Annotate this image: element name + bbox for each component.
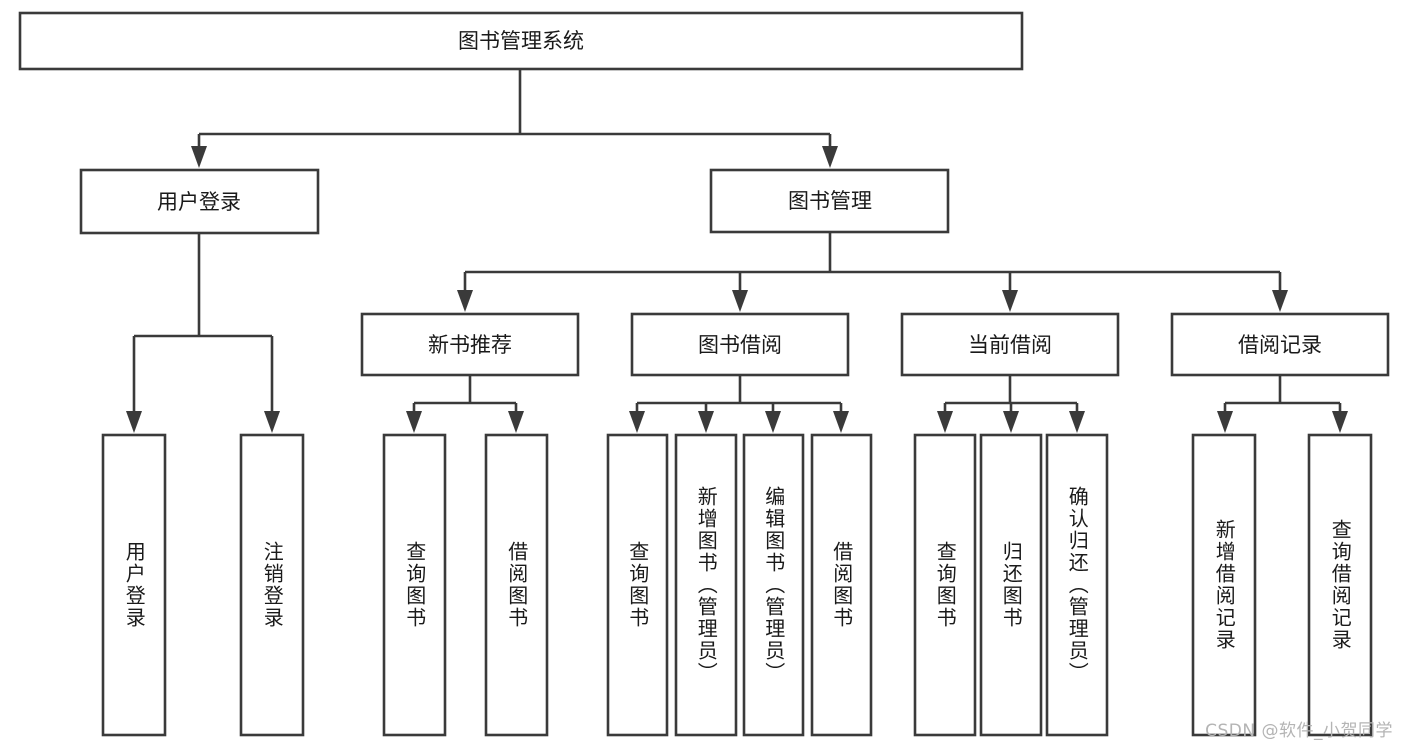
node-leaf-cur-return-book[interactable] <box>979 433 1043 737</box>
node-leaf-borrow-edit-book[interactable] <box>742 433 805 737</box>
arrow-head-leaf-user-login <box>126 411 142 433</box>
node-book-borrow[interactable] <box>630 312 850 377</box>
arrow-head-current-borrow <box>1002 290 1018 312</box>
node-leaf-rec-query-book[interactable] <box>382 433 447 737</box>
node-root[interactable] <box>18 11 1024 71</box>
arrow-head-leaf-rec-add-record <box>1217 411 1233 433</box>
node-leaf-borrow-query-book[interactable] <box>606 433 669 737</box>
label-leaf-rec-borrow-book: 借阅图书 <box>504 541 529 629</box>
label-new-book-recommend: 新书推荐 <box>428 333 512 357</box>
label-root: 图书管理系统 <box>458 29 584 53</box>
node-leaf-borrow-borrow-book[interactable] <box>810 433 873 737</box>
node-current-borrow[interactable] <box>900 312 1120 377</box>
label-current-borrow: 当前借阅 <box>968 333 1052 357</box>
arrow-head-leaf-borrow-add-book <box>698 411 714 433</box>
label-leaf-cur-confirm-return: 确认归还（管理员） <box>1065 486 1090 684</box>
label-leaf-rec-query-book: 查询图书 <box>402 541 427 629</box>
label-leaf-user-login: 用户登录 <box>122 541 147 629</box>
node-book-manage[interactable] <box>709 168 950 234</box>
arrow-head-leaf-borrow-query-book <box>629 411 645 433</box>
watermark-text: CSDN @软件_小贺同学 <box>1205 721 1393 741</box>
label-leaf-borrow-query-book: 查询图书 <box>625 541 650 629</box>
node-leaf-user-login[interactable] <box>101 433 167 737</box>
arrow-head-leaf-cur-return-book <box>1003 411 1019 433</box>
node-leaf-borrow-add-book[interactable] <box>674 433 738 737</box>
label-leaf-borrow-borrow-book: 借阅图书 <box>829 541 854 629</box>
arrow-head-leaf-rec-query-book <box>406 411 422 433</box>
arrow-head-leaf-cur-confirm-return <box>1069 411 1085 433</box>
label-book-manage: 图书管理 <box>788 189 872 213</box>
label-leaf-borrow-add-book: 新增图书（管理员） <box>694 486 719 684</box>
connector-layer <box>126 69 1348 433</box>
label-leaf-cur-query-book: 查询图书 <box>933 541 958 629</box>
label-borrow-record: 借阅记录 <box>1238 333 1322 357</box>
label-book-borrow: 图书借阅 <box>698 333 782 357</box>
arrow-head-user-login <box>191 146 207 168</box>
node-box-layer <box>18 11 1390 737</box>
arrow-head-leaf-rec-query-record <box>1332 411 1348 433</box>
node-user-login[interactable] <box>79 168 320 235</box>
arrow-head-leaf-logout-login <box>264 411 280 433</box>
node-leaf-rec-borrow-book[interactable] <box>484 433 549 737</box>
node-leaf-logout-login[interactable] <box>239 433 305 737</box>
arrow-head-leaf-rec-borrow-book <box>508 411 524 433</box>
arrow-head-leaf-borrow-edit-book <box>765 411 781 433</box>
label-leaf-rec-add-record: 新增借阅记录 <box>1212 519 1237 651</box>
horizontal-label-layer: 图书管理系统 用户登录 图书管理 新书推荐 图书借阅 当前借阅 借阅记录 <box>157 29 1322 357</box>
label-leaf-logout-login: 注销登录 <box>260 541 285 629</box>
arrow-head-book-manage <box>822 146 838 168</box>
label-leaf-rec-query-record: 查询借阅记录 <box>1328 519 1353 651</box>
node-new-book-recommend[interactable] <box>360 312 580 377</box>
node-leaf-cur-confirm-return[interactable] <box>1045 433 1109 737</box>
arrow-head-leaf-cur-query-book <box>937 411 953 433</box>
node-leaf-cur-query-book[interactable] <box>913 433 977 737</box>
label-leaf-cur-return-book: 归还图书 <box>999 541 1024 629</box>
arrow-head-book-borrow <box>732 290 748 312</box>
label-leaf-borrow-edit-book: 编辑图书（管理员） <box>761 486 786 684</box>
node-leaf-rec-add-record[interactable] <box>1191 433 1257 737</box>
label-user-login: 用户登录 <box>157 190 241 214</box>
arrow-head-leaf-borrow-borrow-book <box>833 411 849 433</box>
arrow-head-new-book-rec <box>457 290 473 312</box>
node-leaf-rec-query-record[interactable] <box>1307 433 1373 737</box>
arrow-head-borrow-record <box>1272 290 1288 312</box>
node-borrow-record[interactable] <box>1170 312 1390 377</box>
